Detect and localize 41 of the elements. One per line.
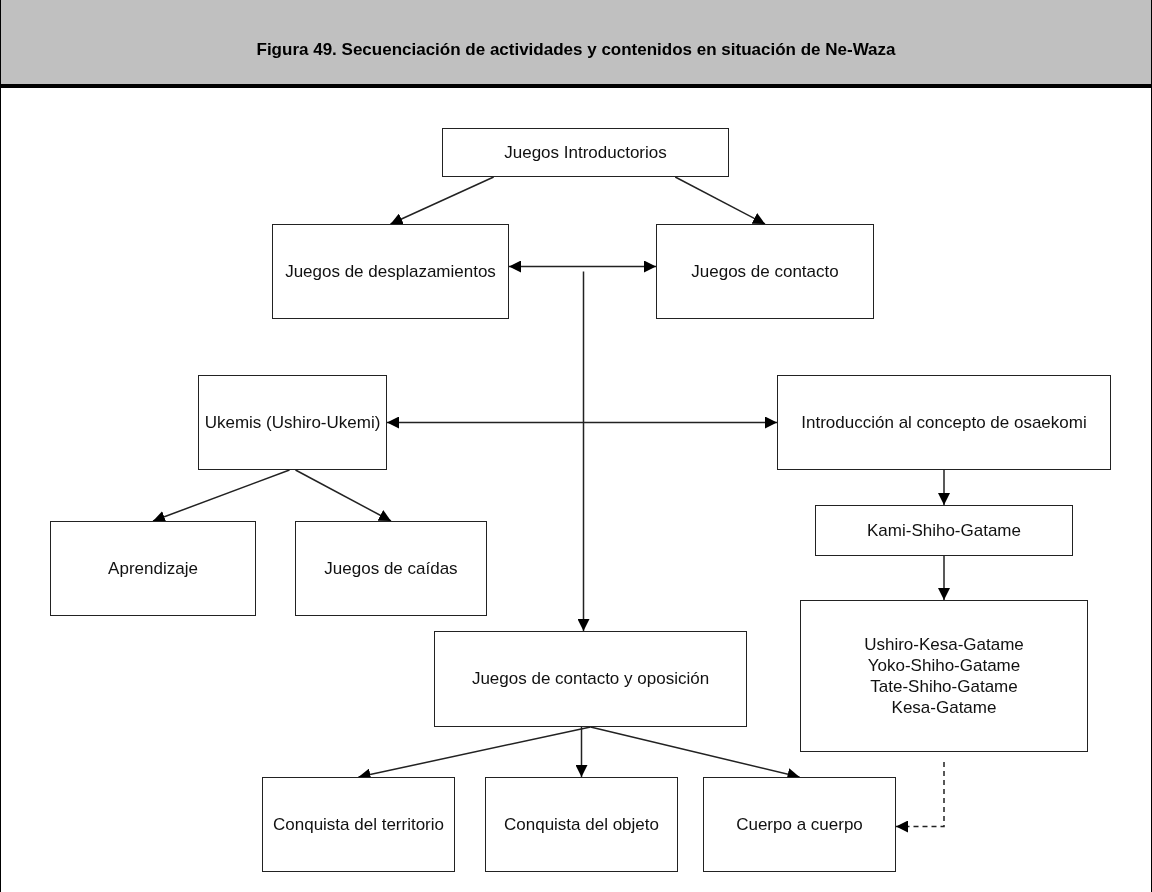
box-label: Ushiro-Kesa-Gatame <box>864 633 1024 655</box>
process-box <box>262 777 455 872</box>
box-label: Cuerpo a cuerpo <box>736 813 863 836</box>
process-box <box>198 375 387 470</box>
process-box <box>800 600 1088 752</box>
arrow <box>152 469 291 523</box>
figure-title: Figura 49. Secuenciación de actividades y contenidos en situación de Ne-Waza <box>255 40 897 60</box>
box-label: Juegos de desplazamientos <box>285 260 496 283</box>
arrow <box>294 469 392 522</box>
process-box <box>777 375 1111 470</box>
process-box <box>442 128 729 177</box>
box-label: Juegos de contacto y oposición <box>471 668 710 691</box>
arrow <box>938 555 950 601</box>
arrow <box>575 726 588 778</box>
box-label: Juegos Introductorios <box>504 141 667 164</box>
box-label: Tate-Shiho-Gatame <box>870 676 1018 698</box>
arrow <box>386 416 778 429</box>
process-box <box>434 631 747 727</box>
box-label: Kesa-Gatame <box>891 697 997 719</box>
box-label: Conquista del territorio <box>273 813 444 836</box>
process-box <box>703 777 896 872</box>
arrow <box>577 270 590 632</box>
box-label: Kami-Shiho-Gatame <box>867 519 1021 542</box>
box-label: Ukemis (Ushiro-Ukemi) <box>204 411 381 434</box>
process-box <box>272 224 509 319</box>
arrow <box>938 469 950 506</box>
box-label: Juegos de caídas <box>324 557 458 580</box>
arrow <box>895 761 945 833</box>
process-box <box>295 521 487 616</box>
arrow <box>674 176 766 225</box>
box-label: Juegos de contacto <box>691 260 839 283</box>
process-box <box>815 505 1073 556</box>
arrow <box>389 176 495 225</box>
process-box <box>485 777 678 872</box>
box-label: Yoko-Shiho-Gatame <box>867 654 1021 676</box>
box-label: Conquista del objeto <box>504 813 659 836</box>
process-box <box>50 521 256 616</box>
box-label: Introducción al concepto de osaekomi <box>801 411 1087 434</box>
arrow <box>508 260 657 273</box>
box-label: Aprendizaje <box>108 557 198 580</box>
process-box <box>656 224 874 319</box>
